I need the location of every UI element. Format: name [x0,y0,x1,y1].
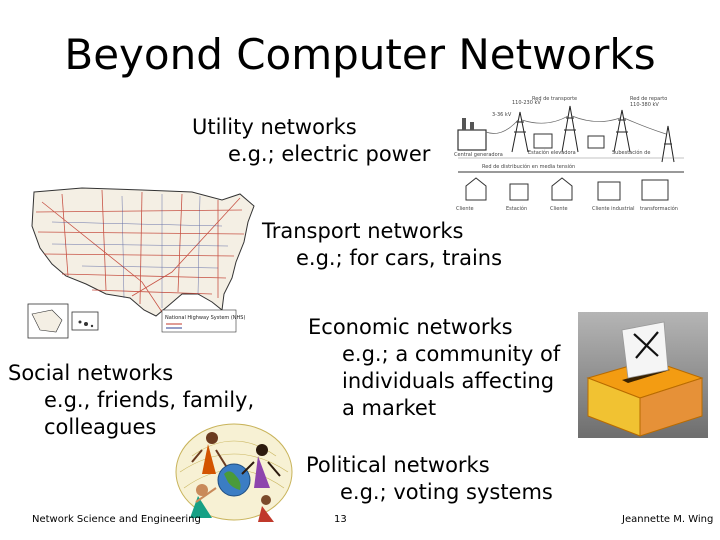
svg-text:Cliente industrial: Cliente industrial [592,206,635,212]
ballot-x-mark [633,331,659,359]
economic-networks-heading: Economic networks [308,315,513,339]
power-label-reparto: Red de reparto [630,96,667,102]
footer-page-number: 13 [334,514,347,525]
economic-networks-example-line1: e.g.; a community of [342,342,561,366]
transport-networks-example: e.g.; for cars, trains [296,246,503,270]
footer-course-title: Network Science and Engineering [32,514,201,525]
power-grid-diagram: Red de transporte Red de reparto 110-230… [452,92,690,220]
transport-networks-block: Transport networks e.g.; for cars, train… [262,218,502,272]
social-people-image [172,416,296,524]
svg-text:Red de distribución en media t: Red de distribución en media tensión [482,163,575,170]
svg-text:Estación: Estación [506,205,527,212]
social-networks-example-line1: e.g., friends, family, [44,388,255,412]
power-grid-image: Red de transporte Red de reparto 110-230… [452,92,690,220]
economic-networks-block: Economic networks e.g.; a community of i… [308,314,560,422]
map-caption: National Highway System (NHS) [165,315,245,321]
us-highway-map: National Highway System (NHS) [22,182,276,344]
utility-networks-heading: Utility networks [192,115,357,139]
political-networks-block: Political networks e.g.; voting systems [306,452,553,506]
svg-text:Central generadora: Central generadora [454,152,503,158]
us-highway-map-drawing: National Highway System (NHS) [22,182,276,344]
svg-text:3-36 kV: 3-36 kV [492,112,512,118]
social-people-drawing [175,423,293,522]
svg-text:110-230 kV: 110-230 kV [512,100,541,106]
power-label-transport: Red de transporte [532,96,577,102]
economic-networks-example-line2: individuals affecting [342,369,555,393]
footer-author: Jeannette M. Wing [622,514,714,525]
ballot-box-drawing [578,312,708,438]
social-networks-heading: Social networks [8,361,174,385]
political-networks-heading: Political networks [306,453,490,477]
svg-text:Cliente: Cliente [456,206,474,212]
svg-text:Subestación de: Subestación de [612,149,650,156]
social-networks-block: Social networks e.g., friends, family, c… [8,360,254,441]
slide-title: Beyond Computer Networks [64,30,656,79]
utility-networks-example: e.g.; electric power [228,142,431,166]
svg-text:110-380 kV: 110-380 kV [630,102,659,108]
economic-networks-example-line3: a market [342,396,437,420]
political-networks-example: e.g.; voting systems [340,480,553,504]
ballot-box-image [578,312,708,438]
transport-networks-heading: Transport networks [262,219,464,243]
social-networks-example-line2: colleagues [44,415,157,439]
svg-text:Cliente: Cliente [550,206,568,212]
svg-text:transformación: transformación [640,205,678,212]
utility-networks-block: Utility networks e.g.; electric power [192,114,430,168]
svg-text:Estación elevadora: Estación elevadora [528,149,576,156]
